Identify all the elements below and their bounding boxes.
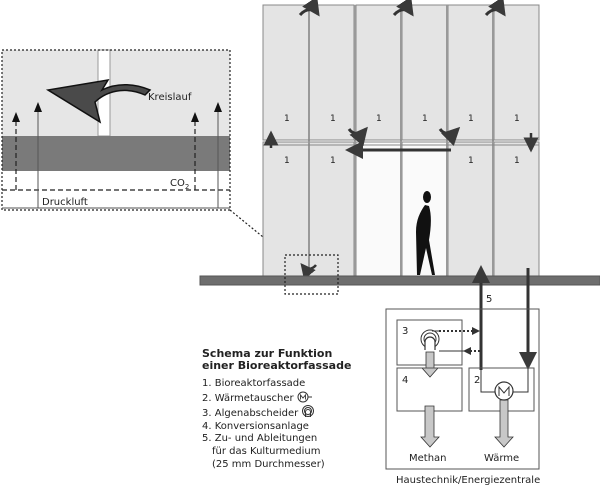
kreislauf-label: Kreislauf bbox=[148, 92, 192, 103]
conversion-label: 4 bbox=[402, 375, 408, 386]
heat-exchanger-loop bbox=[480, 368, 529, 393]
legend-title-line: einer Bioreaktorfassade bbox=[202, 359, 352, 372]
legend-list: 1. Bioreaktorfassade 2. Wärmetauscher 3.… bbox=[202, 378, 351, 471]
panel-label: 1 bbox=[422, 114, 428, 124]
flow-arrows-top bbox=[298, 0, 506, 147]
legend-item-number: 4. bbox=[202, 420, 212, 432]
curved-arrow-icon bbox=[347, 126, 368, 147]
panel-label: 1 bbox=[330, 114, 336, 124]
separator-label: 3 bbox=[402, 326, 408, 337]
heat-exchanger-icon bbox=[494, 381, 514, 401]
person-silhouette-icon bbox=[416, 191, 435, 275]
curved-arrow-icon bbox=[298, 0, 320, 17]
legend-item: 3. Algenabscheider bbox=[202, 405, 351, 421]
druckluft-line bbox=[2, 108, 230, 209]
door-opening bbox=[355, 141, 402, 277]
legend-title-line: Schema zur Funktion bbox=[202, 347, 333, 360]
facade-panel bbox=[308, 141, 355, 277]
heat-output-label: Wärme bbox=[484, 453, 519, 464]
legend-item-text: Algenabscheider bbox=[214, 408, 299, 420]
co2-line bbox=[2, 118, 230, 191]
legend-item-number: 1. bbox=[202, 378, 212, 389]
facade-panel bbox=[493, 4, 540, 141]
panel-label: 1 bbox=[514, 156, 520, 166]
detail-dark-band bbox=[2, 136, 230, 171]
facade-transom bbox=[263, 139, 539, 146]
panel-label: 1 bbox=[514, 114, 520, 124]
panel-label: 1 bbox=[330, 156, 336, 166]
legend-item-text: (25 mm Durchmesser) bbox=[212, 458, 325, 470]
facade-panel bbox=[262, 4, 310, 141]
legend-item: 1. Bioreaktorfassade bbox=[202, 378, 351, 391]
heat-arrow-icon bbox=[494, 399, 514, 448]
curved-arrow-icon bbox=[484, 0, 506, 17]
pipe-label: 5 bbox=[486, 294, 492, 305]
panel-label: 1 bbox=[468, 156, 474, 166]
detail-inset: Kreislauf CO2 Druckluft bbox=[1, 49, 231, 211]
facade-panel bbox=[447, 4, 494, 141]
curved-arrow-icon bbox=[392, 0, 414, 17]
facade: 1 1 1 1 1 1 1 1 1 1 bbox=[199, 0, 600, 295]
legend: Schema zur Funktion einer Bioreaktorfass… bbox=[202, 348, 351, 471]
plant-caption: Haustechnik/Energiezentrale bbox=[396, 475, 540, 486]
legend-item: 5. Zu- und Ableitungen für das Kulturmed… bbox=[202, 433, 351, 471]
plant-room-border bbox=[385, 308, 540, 470]
arrowhead-right-icon bbox=[472, 327, 480, 335]
legend-item-text: Konversionsanlage bbox=[214, 420, 309, 432]
panel-label: 1 bbox=[284, 156, 290, 166]
detail-frame-border bbox=[1, 49, 231, 211]
panel-label: 1 bbox=[284, 114, 290, 124]
legend-item-text: Wärmetauscher bbox=[214, 392, 294, 404]
detail-marker bbox=[284, 254, 339, 295]
heat-exchanger-label: 2 bbox=[474, 375, 480, 386]
facade-panel bbox=[262, 141, 310, 277]
panel-label: 1 bbox=[376, 114, 382, 124]
curved-arrow-icon bbox=[300, 263, 317, 280]
legend-item: 2. Wärmetauscher bbox=[202, 391, 351, 406]
culture-medium-pipes: 5 bbox=[472, 265, 537, 370]
panel-label: 1 bbox=[468, 114, 474, 124]
facade-upper-row bbox=[262, 4, 540, 141]
heat-exchanger-icon bbox=[297, 391, 312, 403]
legend-item-text: Zu- und Ableitungen bbox=[214, 433, 318, 445]
facade-panel bbox=[493, 141, 540, 277]
algae-separator-icon bbox=[302, 405, 315, 418]
legend-title: Schema zur Funktion einer Bioreaktorfass… bbox=[202, 348, 351, 372]
algae-separator-icon bbox=[420, 329, 440, 350]
legend-item-text: Bioreaktorfassade bbox=[214, 378, 306, 389]
methane-output-label: Methan bbox=[409, 453, 447, 464]
kreislauf-arrow-icon bbox=[45, 78, 152, 124]
legend-item-text: für das Kulturmedium bbox=[212, 445, 321, 457]
arrowhead-left-icon bbox=[463, 347, 471, 355]
plant-room: 3 4 Methan 2 Wärme Haustechnik/Energieze… bbox=[385, 308, 540, 486]
legend-item-number: 2. bbox=[202, 392, 212, 404]
co2-label: CO2 bbox=[170, 178, 189, 191]
floor-slab bbox=[199, 275, 600, 286]
legend-item-number: 3. bbox=[202, 408, 212, 420]
druckluft-label: Druckluft bbox=[42, 197, 88, 208]
legend-item-number: 5. bbox=[202, 433, 212, 445]
detail-panel-area bbox=[2, 50, 230, 136]
curved-arrow-icon bbox=[438, 126, 461, 146]
methane-arrow-icon bbox=[420, 405, 440, 448]
legend-item: 4. Konversionsanlage bbox=[202, 421, 351, 434]
